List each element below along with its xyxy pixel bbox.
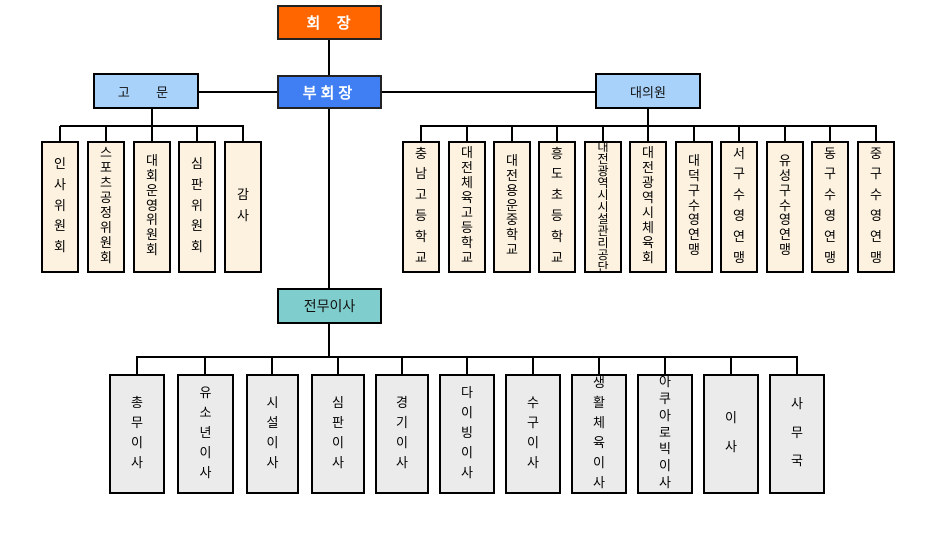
connector-line <box>829 126 831 141</box>
delegate-member-label: 대전광역시시설관리공단 <box>597 140 609 274</box>
connector-line <box>420 126 422 141</box>
connector-line <box>381 91 595 93</box>
vice-chairman-label: 부회장 <box>302 83 357 102</box>
delegate-member-label: 흥도초등학교 <box>551 146 563 266</box>
director-label: 심판이사 <box>332 395 344 472</box>
director-label: 이 사 <box>725 411 737 455</box>
delegates-box[interactable]: 대의원 <box>595 73 701 109</box>
connector-line <box>271 357 273 374</box>
delegate-member-box[interactable]: 유성구수영연맹 <box>766 141 804 273</box>
delegate-member-box[interactable]: 대전체육고등학교 <box>448 141 486 273</box>
delegate-member-label: 동구수영연맹 <box>824 146 836 266</box>
connector-line <box>168 91 278 93</box>
connector-line <box>556 126 558 141</box>
connector-line <box>337 357 339 374</box>
delegate-member-label: 대덕구수영연맹 <box>688 153 700 259</box>
connector-line <box>647 126 649 141</box>
connector-line <box>105 126 107 141</box>
committee-label: 인사위원회 <box>54 157 66 256</box>
connector-line <box>693 126 695 141</box>
connector-line <box>466 357 468 374</box>
delegate-member-label: 대전체육고등학교 <box>461 146 473 266</box>
director-box[interactable]: 사무국 <box>769 374 825 494</box>
connector-line <box>598 357 600 374</box>
connector-line <box>466 126 468 141</box>
director-box[interactable]: 총무이사 <box>109 374 165 494</box>
director-box[interactable]: 심판이사 <box>311 374 365 494</box>
connector-line <box>196 126 198 141</box>
advisor-label: 고 문 <box>117 85 175 101</box>
connector-line <box>511 126 513 141</box>
connector-line <box>328 108 330 288</box>
connector-line <box>204 357 206 374</box>
connector-line <box>328 324 330 356</box>
committee-label: 스포츠공정위원회 <box>100 146 112 266</box>
committee-label: 심판위원회 <box>191 157 203 256</box>
director-label: 생활체육이사 <box>593 375 605 492</box>
connector-line <box>136 357 138 374</box>
director-label: 유소년이사 <box>199 385 212 482</box>
connector-line <box>647 108 649 125</box>
director-box[interactable]: 다이빙이사 <box>439 374 495 494</box>
delegate-member-label: 중구수영연맹 <box>870 146 882 266</box>
connector-line <box>532 357 534 374</box>
delegate-member-box[interactable]: 중구수영연맹 <box>857 141 895 273</box>
director-label: 아쿠아로빅이사 <box>659 374 671 492</box>
connector-line <box>59 126 61 141</box>
delegate-member-box[interactable]: 동구수영연맹 <box>811 141 849 273</box>
connector-line <box>328 39 330 76</box>
delegate-member-label: 충남고등학교 <box>415 146 427 266</box>
connector-line <box>664 357 666 374</box>
delegate-member-label: 서구수영연맹 <box>733 146 745 266</box>
delegate-member-label: 대전용운중학교 <box>506 153 518 259</box>
chairman-label: 회 장 <box>306 14 353 32</box>
committee-box[interactable]: 대회운영위원회 <box>133 141 171 273</box>
committee-box[interactable]: 인사위원회 <box>41 141 79 273</box>
vice-chairman-box[interactable]: 부회장 <box>277 75 382 109</box>
committee-box[interactable]: 스포츠공정위원회 <box>87 141 125 273</box>
delegate-member-box[interactable]: 대덕구수영연맹 <box>675 141 713 273</box>
connector-line <box>151 108 153 125</box>
delegate-member-label: 대전광역시체육회 <box>642 146 654 266</box>
committee-box[interactable]: 감 사 <box>224 141 262 273</box>
director-box[interactable]: 유소년이사 <box>177 374 234 494</box>
connector-line <box>730 357 732 374</box>
director-label: 사무국 <box>791 397 803 470</box>
director-label: 총무이사 <box>131 395 143 472</box>
connector-line <box>151 126 153 141</box>
delegate-member-label: 유성구수영연맹 <box>779 153 791 259</box>
connector-line <box>796 357 798 374</box>
director-label: 시설이사 <box>266 395 279 472</box>
delegate-member-box[interactable]: 충남고등학교 <box>402 141 440 273</box>
delegate-member-box[interactable]: 대전광역시체육회 <box>629 141 667 273</box>
director-box[interactable]: 시설이사 <box>246 374 299 494</box>
committee-box[interactable]: 심판위원회 <box>178 141 216 273</box>
delegate-member-box[interactable]: 대전광역시시설관리공단 <box>584 141 622 273</box>
director-box[interactable]: 경기이사 <box>375 374 429 494</box>
director-box[interactable]: 생활체육이사 <box>571 374 627 494</box>
director-label: 다이빙이사 <box>461 385 473 482</box>
committee-label: 대회운영위원회 <box>146 153 158 259</box>
advisor-box[interactable]: 고 문 <box>93 73 199 109</box>
director-box[interactable]: 이 사 <box>703 374 759 494</box>
chairman-box[interactable]: 회 장 <box>277 5 382 40</box>
connector-line <box>242 126 244 141</box>
connector-line <box>875 126 877 141</box>
connector-line <box>602 126 604 141</box>
delegate-member-box[interactable]: 흥도초등학교 <box>538 141 576 273</box>
director-box[interactable]: 수구이사 <box>505 374 561 494</box>
delegate-member-box[interactable]: 대전용운중학교 <box>493 141 531 273</box>
connector-line <box>784 126 786 141</box>
executive-director-label: 전무이사 <box>303 299 356 315</box>
director-box[interactable]: 아쿠아로빅이사 <box>637 374 693 494</box>
delegate-member-box[interactable]: 서구수영연맹 <box>720 141 758 273</box>
director-label: 경기이사 <box>396 395 408 472</box>
connector-line <box>738 126 740 141</box>
delegates-label: 대의원 <box>630 85 666 101</box>
executive-director-box[interactable]: 전무이사 <box>277 288 382 324</box>
director-label: 수구이사 <box>527 395 539 472</box>
connector-line <box>401 357 403 374</box>
committee-label: 감 사 <box>237 188 249 224</box>
